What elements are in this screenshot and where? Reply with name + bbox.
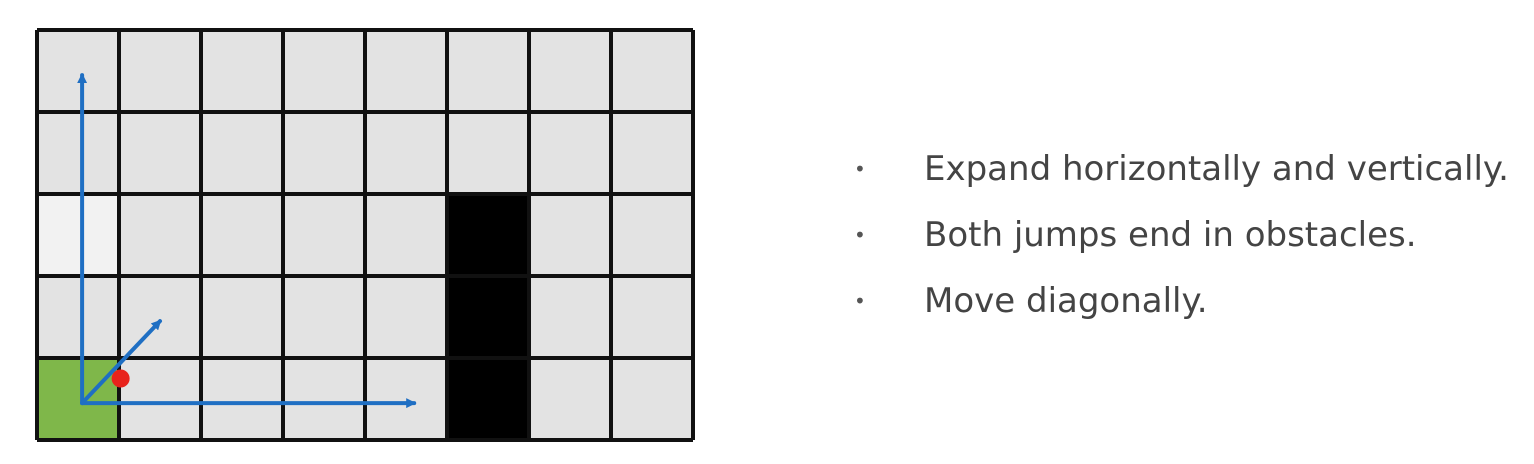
current-node-layer [111,369,130,388]
grid-cell [365,276,447,358]
grid-cell [119,276,201,358]
bullet-text: Move diagonally. [924,281,1208,321]
grid-cell [529,30,611,112]
bullet-item-obstacles: • Both jumps end in obstacles. [848,202,1509,268]
grid-cells [37,30,693,440]
grid-cell [611,30,693,112]
grid-cell [283,276,365,358]
grid-cell [37,276,119,358]
obstacle-cell [447,358,529,440]
jump-grid-diagram [35,28,695,442]
grid-cell [119,358,201,440]
grid-cell [365,194,447,276]
expansion-arrows [77,73,417,409]
grid-cell [283,358,365,440]
grid-cell [529,276,611,358]
bullet-item-diagonal: • Move diagonally. [848,268,1509,334]
grid-cell [119,112,201,194]
grid-cell [529,358,611,440]
grid-cell [119,30,201,112]
start-cell [37,358,119,440]
grid-lines [35,28,695,442]
grid-cell [611,276,693,358]
grid-cell [283,112,365,194]
bullet-marker: • [854,289,866,313]
obstacle-cell [447,276,529,358]
grid-cell [529,112,611,194]
grid-cell [611,112,693,194]
bullet-marker: • [854,223,866,247]
bullet-list: • Expand horizontally and vertically. • … [848,136,1509,334]
grid-cell [201,194,283,276]
current-node-dot-icon [111,369,130,388]
grid-cell [447,30,529,112]
grid-cell [119,194,201,276]
grid-cell [529,194,611,276]
bullet-marker: • [854,157,866,181]
grid-cell [611,194,693,276]
grid-cell [37,30,119,112]
arrow-diagonal-icon [80,319,162,406]
grid-cell [283,194,365,276]
grid-cell [611,358,693,440]
bullet-text: Expand horizontally and vertically. [924,149,1509,189]
grid-cell [283,30,365,112]
bullet-item-expand: • Expand horizontally and vertically. [848,136,1509,202]
grid-cell [201,276,283,358]
grid-cell [447,112,529,194]
bullet-text: Both jumps end in obstacles. [924,215,1417,255]
obstacle-cell [447,194,529,276]
grid-cell [365,358,447,440]
grid-cell [365,30,447,112]
grid-cell [201,30,283,112]
grid-cell [37,112,119,194]
grid-cell [201,112,283,194]
grid-cell [37,194,119,276]
grid-cell [365,112,447,194]
grid-cell [201,358,283,440]
